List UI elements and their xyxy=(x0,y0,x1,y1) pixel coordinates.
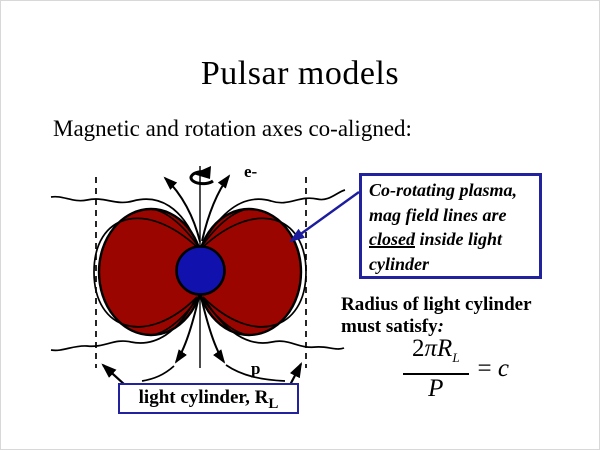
closed-field-line-right xyxy=(202,217,307,328)
rotation-arrow-icon xyxy=(189,166,214,186)
callout-line: closed inside light xyxy=(369,229,503,249)
radius-note-line: must satisfy: xyxy=(341,315,444,337)
slide-subtitle: Magnetic and rotation axes co-aligned: xyxy=(53,116,412,141)
particle-outflow-arrow xyxy=(163,176,201,243)
open-field-line xyxy=(50,195,198,245)
open-field-line xyxy=(202,189,346,244)
radius-note: Radius of light cylinder must satisfy: xyxy=(341,294,591,337)
light-cylinder-label: light cylinder, R xyxy=(138,387,269,408)
callout-line: mag field lines are xyxy=(369,204,507,225)
callout-pointer-arrow xyxy=(289,191,360,243)
light-cylinder-label-subscript: L xyxy=(268,395,279,412)
fraction-numerator: 2πRL xyxy=(403,336,469,375)
formula: 2πRL P = c xyxy=(403,336,510,402)
callout-underlined-word: closed xyxy=(369,229,415,249)
callout-box: Co-rotating plasma, mag field lines are … xyxy=(359,173,542,279)
fraction-denominator: P xyxy=(428,375,444,402)
light-cylinder-label-box: light cylinder, RL xyxy=(118,383,299,414)
radius-note-line: Radius of light cylinder xyxy=(341,294,532,315)
field-line xyxy=(146,208,199,247)
proton-flow-arrow xyxy=(200,296,226,364)
closed-field-line-left xyxy=(93,217,198,328)
field-line xyxy=(225,364,286,382)
formula-rhs: = c xyxy=(477,355,510,382)
callout-line: Co-rotating plasma, xyxy=(369,180,518,200)
particle-outflow-arrow xyxy=(174,296,200,364)
slide-title: Pulsar models xyxy=(200,55,400,92)
open-field-line xyxy=(50,297,197,352)
proton-label: p xyxy=(251,359,260,378)
fraction: 2πRL P xyxy=(403,336,469,402)
label-pointer-left xyxy=(101,363,126,386)
neutron-star xyxy=(175,245,226,296)
electron-label: e- xyxy=(244,162,258,181)
label-pointer-right xyxy=(289,362,303,386)
callout-line: cylinder xyxy=(369,253,429,274)
electron-flow-arrow xyxy=(201,174,231,242)
field-line xyxy=(141,365,175,382)
field-line xyxy=(201,208,254,247)
open-field-line xyxy=(203,297,345,350)
